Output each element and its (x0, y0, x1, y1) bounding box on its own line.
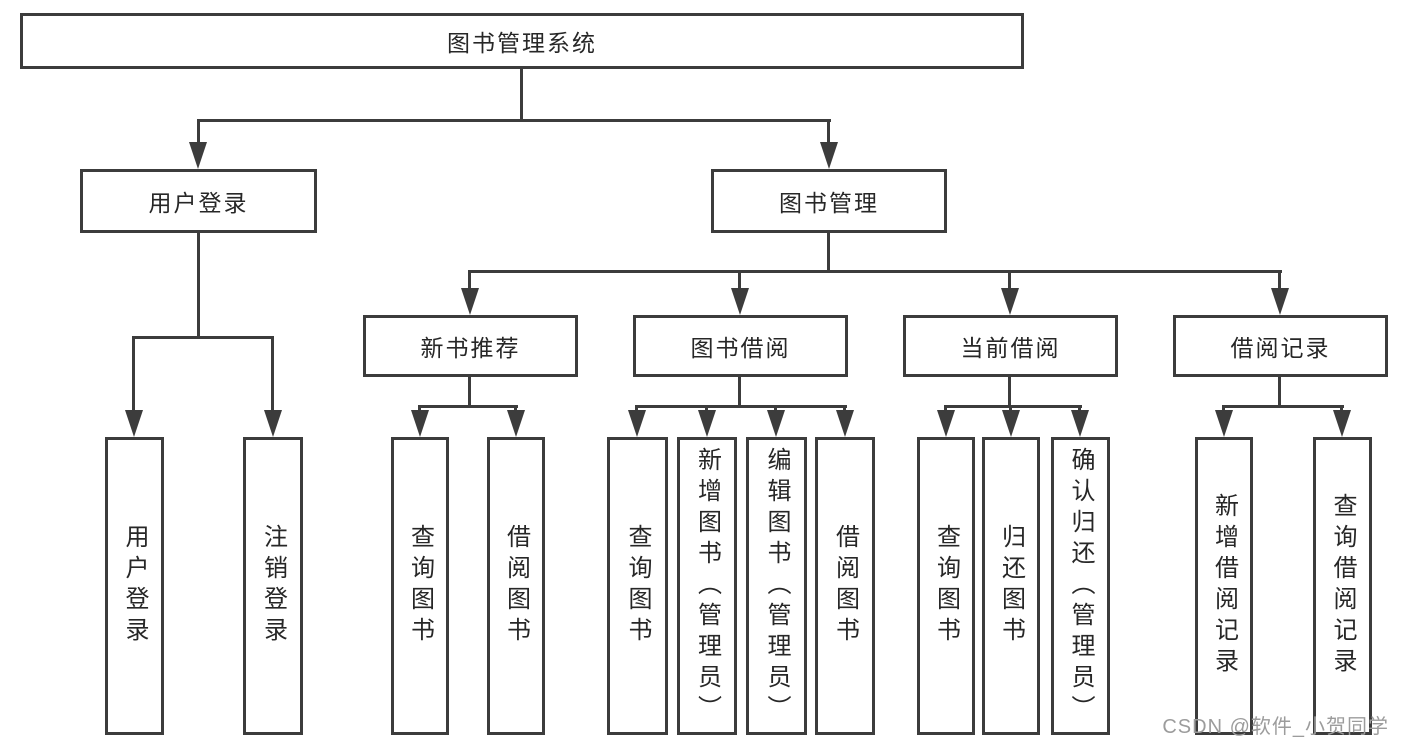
arrowhead-down-icon (937, 410, 955, 437)
node-logout-label: 注销登录 (259, 524, 287, 648)
connector-line (468, 377, 471, 408)
node-query-books-recommend: 查询图书 (391, 437, 449, 735)
connector-line (520, 69, 523, 119)
connector-line (197, 119, 831, 122)
node-borrow-records: 借阅记录 (1173, 315, 1388, 377)
node-current-borrow: 当前借阅 (903, 315, 1118, 377)
node-edit-books-admin-label: 编辑图书（管理员） (763, 446, 790, 726)
connector-line (635, 405, 847, 408)
connector-line (774, 405, 777, 413)
node-query-books-current-label: 查询图书 (932, 524, 960, 648)
connector-line (1009, 405, 1012, 413)
arrowhead-down-icon (836, 410, 854, 437)
connector-line (738, 270, 741, 290)
connector-line (1078, 405, 1081, 413)
node-new-book-recommend: 新书推荐 (363, 315, 578, 377)
arrowhead-down-icon (698, 410, 716, 437)
connector-line (133, 336, 274, 339)
node-user-login: 用户登录 (80, 169, 317, 233)
connector-line (827, 233, 830, 273)
connector-line (197, 119, 200, 147)
arrowhead-down-icon (411, 410, 429, 437)
connector-line (1278, 377, 1281, 408)
connector-line (418, 405, 518, 408)
connector-line (944, 405, 1082, 408)
node-borrow-books-recommend: 借阅图书 (487, 437, 545, 735)
node-current-borrow-label: 当前借阅 (960, 335, 1061, 361)
arrowhead-down-icon (628, 410, 646, 437)
arrowhead-down-icon (189, 142, 207, 169)
node-confirm-return-admin: 确认归还（管理员） (1051, 437, 1110, 735)
arrowhead-down-icon (1071, 410, 1089, 437)
connector-line (705, 405, 708, 413)
arrowhead-down-icon (1002, 410, 1020, 437)
node-query-books-current: 查询图书 (917, 437, 975, 735)
connector-line (1008, 270, 1011, 290)
connector-line (468, 270, 471, 290)
connector-line (1008, 377, 1011, 408)
node-book-borrow-label: 图书借阅 (690, 335, 791, 361)
arrowhead-down-icon (767, 410, 785, 437)
connector-line (843, 405, 846, 413)
node-borrow-books-recommend-label: 借阅图书 (502, 524, 530, 648)
node-root-label: 图书管理系统 (447, 30, 597, 56)
node-query-books-recommend-label: 查询图书 (406, 524, 434, 648)
node-add-borrow-record: 新增借阅记录 (1195, 437, 1253, 735)
node-borrow-records-label: 借阅记录 (1230, 335, 1331, 361)
node-logout: 注销登录 (243, 437, 303, 735)
arrowhead-down-icon (1333, 410, 1351, 437)
arrowhead-down-icon (507, 410, 525, 437)
watermark: CSDN @软件_小贺同学 (1162, 716, 1389, 738)
node-add-books-admin-label: 新增图书（管理员） (693, 446, 721, 726)
node-user-login-leaf: 用户登录 (105, 437, 164, 735)
connector-line (738, 377, 741, 408)
arrowhead-down-icon (820, 142, 838, 169)
connector-line (132, 336, 135, 414)
node-book-management-label: 图书管理 (779, 190, 879, 216)
node-root: 图书管理系统 (20, 13, 1024, 69)
arrowhead-down-icon (731, 288, 749, 315)
node-user-login-leaf-label: 用户登录 (121, 524, 148, 648)
node-add-borrow-record-label: 新增借阅记录 (1210, 493, 1238, 679)
arrowhead-down-icon (125, 410, 143, 437)
node-user-login-label: 用户登录 (148, 190, 249, 216)
connector-line (1222, 405, 1344, 408)
connector-line (197, 233, 200, 336)
node-borrow-books-label: 借阅图书 (831, 524, 859, 648)
connector-line (1222, 405, 1225, 413)
connector-line (271, 336, 274, 414)
node-edit-books-admin: 编辑图书（管理员） (746, 437, 807, 735)
node-borrow-books: 借阅图书 (815, 437, 875, 735)
node-book-management: 图书管理 (711, 169, 947, 233)
arrowhead-down-icon (1271, 288, 1289, 315)
node-return-books: 归还图书 (982, 437, 1040, 735)
node-query-borrow-record-label: 查询借阅记录 (1329, 493, 1356, 679)
connector-line (418, 405, 421, 413)
node-query-books-borrow-label: 查询图书 (624, 524, 651, 648)
connector-line (944, 405, 947, 413)
connector-line (635, 405, 638, 413)
node-new-book-recommend-label: 新书推荐 (420, 335, 521, 361)
connector-line (514, 405, 517, 413)
connector-line (468, 270, 1282, 273)
node-add-books-admin: 新增图书（管理员） (677, 437, 737, 735)
node-confirm-return-admin-label: 确认归还（管理员） (1067, 446, 1094, 726)
connector-line (827, 119, 830, 147)
arrowhead-down-icon (461, 288, 479, 315)
arrowhead-down-icon (1215, 410, 1233, 437)
node-query-books-borrow: 查询图书 (607, 437, 668, 735)
connector-line (1278, 270, 1281, 290)
node-query-borrow-record: 查询借阅记录 (1313, 437, 1372, 735)
node-book-borrow: 图书借阅 (633, 315, 848, 377)
connector-line (1340, 405, 1343, 413)
node-return-books-label: 归还图书 (997, 524, 1025, 648)
arrowhead-down-icon (1001, 288, 1019, 315)
arrowhead-down-icon (264, 410, 282, 437)
